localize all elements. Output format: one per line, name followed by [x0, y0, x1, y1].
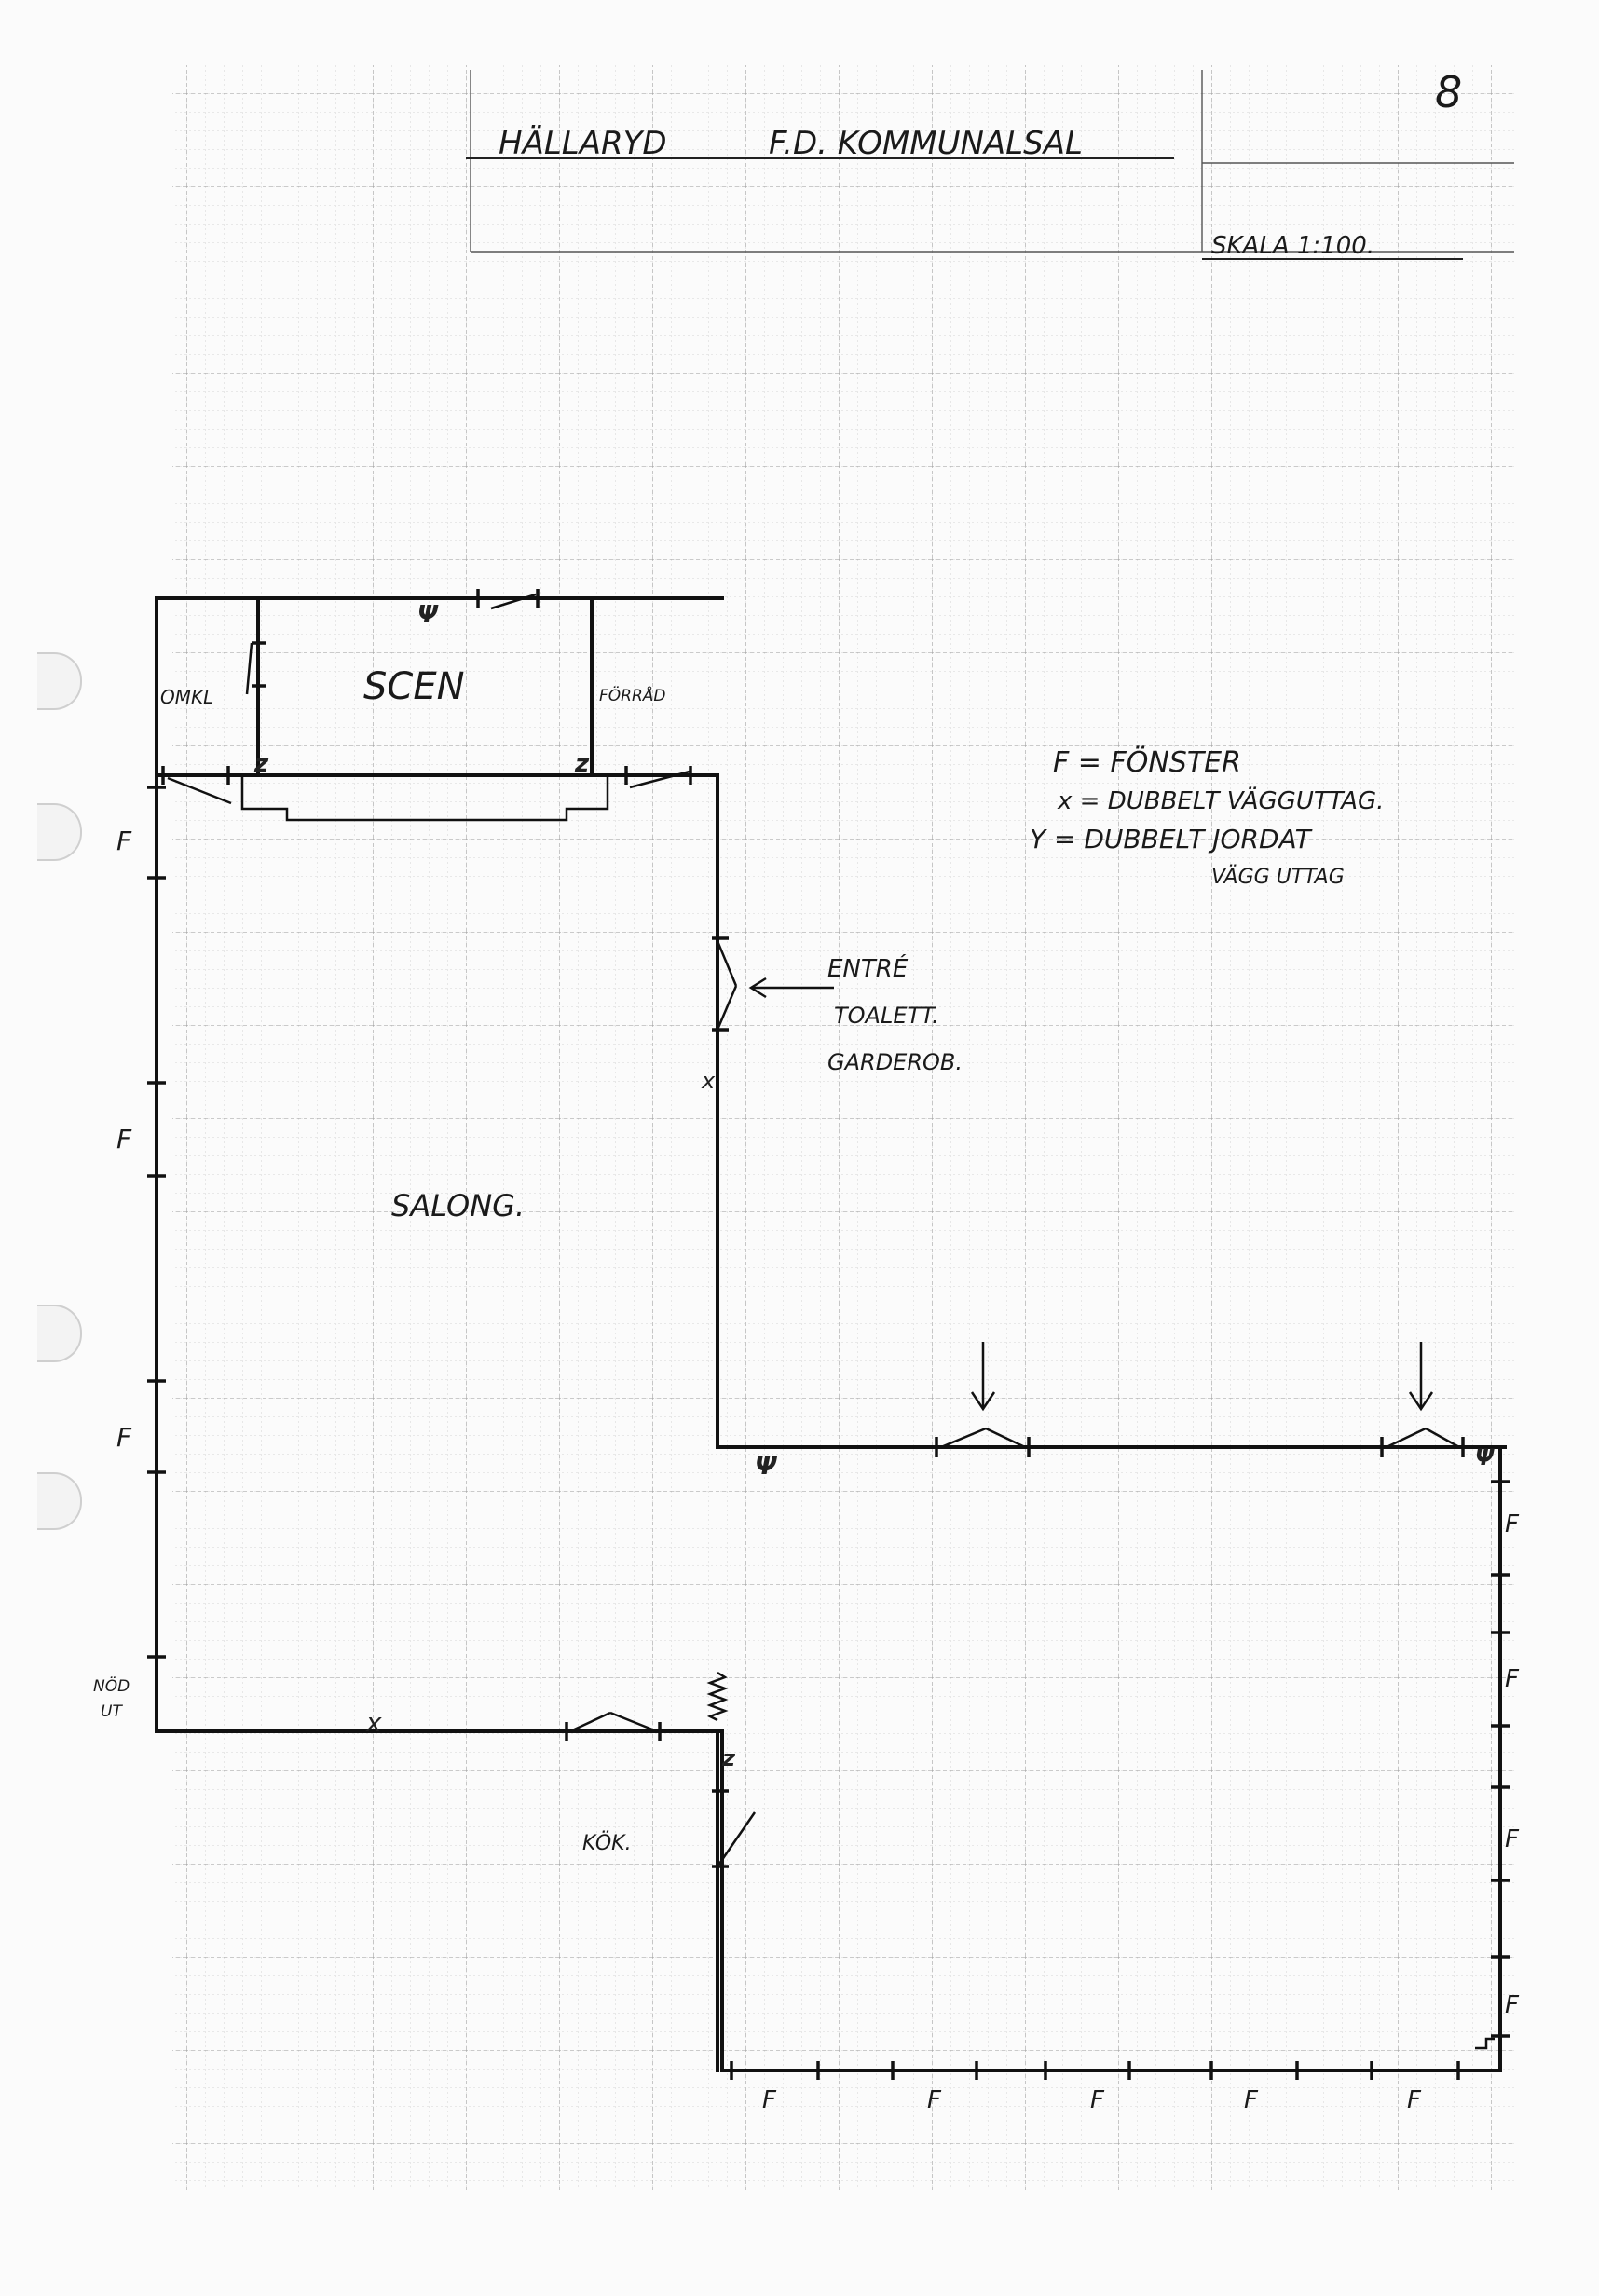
doors: [161, 589, 1465, 1868]
arrows: [748, 977, 1434, 1412]
window-label: F: [1505, 1991, 1520, 2019]
window-label: F: [116, 826, 132, 856]
legend-grounded-outlet-cont: VÄGG UTTAG: [1211, 865, 1345, 889]
window-label: F: [1090, 2086, 1105, 2114]
window-label: F: [1244, 2086, 1259, 2114]
window-label: F: [116, 1124, 132, 1155]
outlet-symbol: x: [701, 1068, 716, 1094]
room-label-forrad: FÖRRÅD: [599, 685, 666, 705]
legend-grounded-outlet: Y = DUBBELT JORDAT: [1030, 824, 1313, 854]
window-label: F: [1505, 1825, 1520, 1853]
title-place: HÄLLARYD: [499, 125, 667, 162]
room-label-scen: SCEN: [363, 665, 465, 708]
heater-icon: [706, 1671, 729, 1722]
emergency-exit-label: NÖD: [93, 1675, 130, 1696]
room-label-omkl: OMKL: [160, 686, 213, 708]
grid-paper: [172, 65, 1514, 2190]
outlet-symbol: z: [721, 1745, 736, 1771]
cloakroom-label: GARDEROB.: [827, 1049, 963, 1075]
legend: F = FÖNSTER x = DUBBELT VÄGGUTTAG. Y = D…: [1030, 745, 1384, 889]
grounded-outlet-symbol: Ψ: [417, 601, 439, 629]
legend-outlet: x = DUBBELT VÄGGUTTAG.: [1057, 786, 1384, 815]
window-label: F: [1407, 2086, 1422, 2114]
outlet-symbol: z: [253, 750, 269, 778]
page-number: 8: [1435, 67, 1462, 117]
legend-window: F = FÖNSTER: [1053, 745, 1241, 779]
room-label-kok: KÖK.: [582, 1831, 632, 1855]
room-labels: OMKL SCEN FÖRRÅD SALONG. KÖK. NÖD UT: [93, 665, 666, 1855]
entrance-label: ENTRÉ: [827, 953, 909, 983]
punch-hole: [37, 803, 82, 861]
title-block: 8 HÄLLARYD F.D. KOMMUNALSAL SKALA 1:100.: [466, 67, 1514, 260]
outlet-symbol: x: [365, 1707, 382, 1738]
entrance-labels: ENTRÉ TOALETT. GARDEROB.: [827, 953, 963, 1075]
window-label: F: [1505, 1510, 1520, 1538]
outlet-symbols: Ψ Ψ Ψ z z x x z: [253, 601, 1495, 2050]
window-label: F: [116, 1422, 132, 1453]
stage-steps: [240, 775, 609, 822]
window-label: F: [1505, 1665, 1520, 1693]
room-label-salong: SALONG.: [391, 1188, 525, 1223]
toilet-label: TOALETT.: [834, 1003, 939, 1029]
window-labels: F F F F F F F F F F F F: [116, 826, 1520, 2114]
window-label: F: [927, 2086, 942, 2114]
emergency-exit-label: UT: [101, 1702, 123, 1721]
grounded-outlet-symbol: Ψ: [1475, 1444, 1495, 1470]
grounded-outlet-symbol: Ψ: [755, 1450, 778, 1481]
wall-annex: [720, 1445, 1502, 2072]
outer-wall-west: [155, 596, 724, 1733]
punch-hole: [37, 1472, 82, 1530]
outlet-symbol: [1475, 2037, 1495, 2050]
window-label: F: [762, 2086, 777, 2114]
outlet-symbol: z: [574, 750, 590, 778]
scale-label: SKALA 1:100.: [1211, 232, 1374, 260]
punch-hole: [37, 1305, 82, 1362]
punch-hole: [37, 652, 82, 710]
walls: [155, 596, 1507, 2072]
window-ticks: [147, 786, 1510, 2080]
wall-salong-east-north: [716, 776, 1507, 1449]
title-building: F.D. KOMMUNALSAL: [769, 125, 1083, 162]
